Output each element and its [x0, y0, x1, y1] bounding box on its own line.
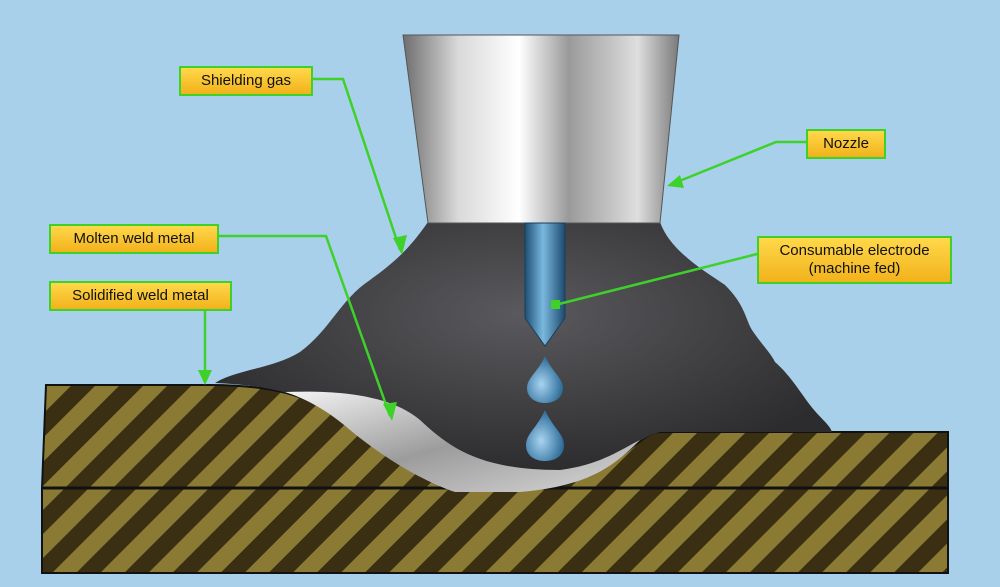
label-solidified-weld-metal-text: Solidified weld metal: [72, 287, 209, 304]
arrowhead-shielding-gas: [393, 235, 407, 255]
arrowhead-molten: [383, 402, 397, 421]
metal-droplet-1: [527, 356, 563, 403]
leader-lines: [203, 77, 806, 417]
label-shielding-gas: Shielding gas: [179, 66, 313, 96]
arrowhead-nozzle: [667, 175, 684, 188]
base-metal-lower: [41, 487, 949, 574]
nozzle-body: [402, 34, 680, 224]
metal-droplet-2: [526, 410, 564, 461]
leader-arrowheads: [198, 175, 684, 421]
leader-shielding-gas: [313, 77, 402, 251]
leader-electrode: [554, 252, 758, 307]
consumable-electrode: [524, 222, 566, 347]
label-electrode-line2: (machine fed): [808, 260, 901, 277]
label-shielding-gas-text: Shielding gas: [200, 72, 292, 89]
label-nozzle: Nozzle: [806, 129, 886, 159]
arrowhead-solidified: [198, 370, 212, 385]
label-molten-weld-metal: Molten weld metal: [49, 224, 219, 254]
label-molten-weld-metal-text: Molten weld metal: [73, 230, 195, 247]
leader-molten: [218, 234, 392, 417]
molten-weld-metal: [285, 391, 640, 492]
label-solidified-weld-metal: Solidified weld metal: [49, 281, 232, 311]
leader-nozzle: [671, 140, 806, 186]
label-electrode-line1: Consumable electrode: [779, 242, 930, 259]
label-consumable-electrode: Consumable electrode (machine fed): [757, 236, 952, 284]
label-nozzle-text: Nozzle: [823, 135, 869, 152]
arrowhead-electrode: [551, 300, 560, 309]
